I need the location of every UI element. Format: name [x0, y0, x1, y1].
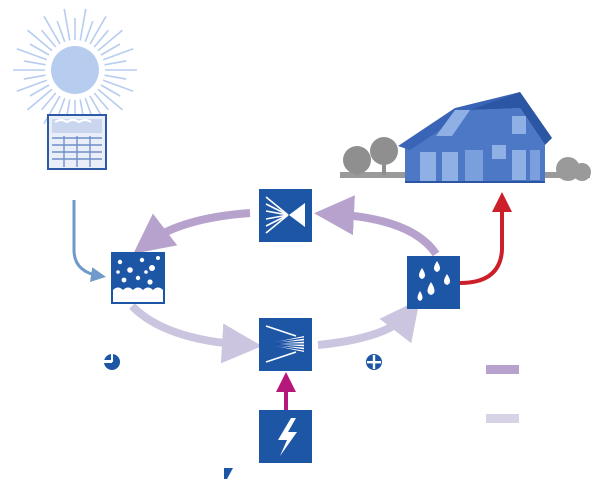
condenser-to-valve-arrow	[314, 195, 440, 257]
legend-hot-line	[486, 365, 519, 374]
sun-ray	[29, 84, 50, 97]
sun-ray	[97, 29, 124, 52]
sun-ray	[23, 74, 46, 80]
sun-ray	[93, 29, 110, 48]
sun-ray	[79, 8, 87, 41]
bubble	[149, 265, 155, 271]
bubble	[127, 267, 133, 273]
legend-cold-line	[486, 414, 519, 423]
compressor-icon	[259, 318, 312, 371]
sun-ray	[102, 48, 134, 61]
house-icon	[398, 92, 552, 183]
sun-ray	[104, 60, 127, 66]
sun-ray	[40, 29, 57, 48]
sun-ray	[16, 48, 48, 61]
sun-icon	[13, 8, 137, 132]
expansion-valve-icon	[259, 189, 312, 242]
sun-ray	[93, 92, 110, 111]
bubble	[121, 277, 127, 283]
sun-ray	[23, 60, 46, 66]
sun-ray	[84, 20, 94, 43]
sun-ray	[102, 79, 134, 92]
bubble	[144, 270, 148, 274]
sun-ray	[89, 15, 107, 45]
bubble	[135, 275, 141, 281]
sun-ray	[97, 88, 124, 111]
valve-to-evaporator-arrow	[133, 209, 251, 254]
bubble	[116, 270, 120, 274]
lightning-icon	[259, 410, 312, 463]
condenser-icon	[407, 256, 460, 309]
solar-collector-icon	[47, 114, 107, 170]
ambient-heat-arrow	[72, 200, 106, 283]
minus-marker-icon	[103, 353, 120, 370]
corner-mark-icon	[224, 468, 233, 479]
sun-ray	[104, 74, 127, 80]
bubble	[139, 257, 145, 263]
sun-ray	[26, 29, 53, 52]
sun-ray	[40, 92, 57, 111]
heat-to-house-arrow	[459, 192, 512, 285]
sun-ray	[43, 95, 61, 125]
high-pressure-arrow	[317, 299, 420, 349]
bubble	[147, 279, 153, 285]
sun-ray	[29, 43, 50, 56]
bubble	[156, 256, 160, 260]
sun-ray	[100, 84, 121, 97]
sun-ray	[26, 88, 53, 111]
sun-ray	[63, 8, 71, 41]
bubble	[117, 259, 123, 265]
plus-marker-icon	[366, 354, 382, 370]
evaporator-icon	[111, 252, 165, 304]
sun-ray	[56, 20, 66, 43]
sun-ray	[43, 15, 61, 45]
low-pressure-arrow	[129, 303, 262, 364]
sun-ray	[100, 43, 121, 56]
sun-ray	[16, 79, 48, 92]
